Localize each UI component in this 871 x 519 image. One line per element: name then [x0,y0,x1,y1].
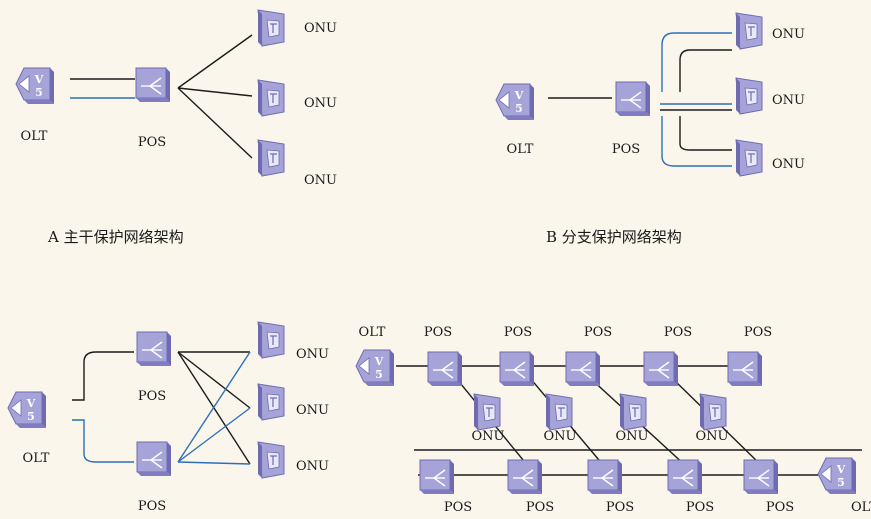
diagram-b-branch-protection: OLT POS ONU ONU ONU B 分支保护网络架构 [495,12,805,246]
pos-splitter-icon [136,441,172,477]
pos-label: POS [444,500,472,514]
pos-splitter-icon [565,351,601,387]
pos-splitter-icon [136,331,172,367]
pos-label: POS [526,500,554,514]
onu-label: ONU [616,429,649,444]
pos-label: POS [744,325,772,340]
onu-label: ONU [304,173,337,188]
onu-device-icon [735,139,763,177]
onu-label: ONU [772,27,805,42]
trunk-fiber-backup [72,419,134,463]
pos-label: POS [584,325,612,340]
pos-label: POS [766,500,794,514]
pos-label: POS [424,325,452,340]
pos-label: POS [504,325,532,340]
pos-splitter-icon [427,351,463,387]
onu-label: ONU [772,157,805,172]
pos-label: POS [606,500,634,514]
drop-fiber [177,87,253,159]
onu-label: ONU [472,429,505,444]
onu-label: ONU [544,429,577,444]
onu-label: ONU [304,21,337,36]
onu-label: ONU [696,429,729,444]
drop-fiber-backup [177,461,251,465]
onu-label: ONU [296,459,329,474]
pos-label: POS [138,389,166,404]
pos-label: POS [612,142,640,157]
pos-splitter-icon [587,459,623,495]
onu-device-icon [257,383,285,421]
onu-label: ONU [304,96,337,111]
branch-fiber-backup [661,116,732,167]
olt-label: OLT [851,500,871,514]
onu-device-icon [257,441,285,479]
olt-label: OLT [21,129,48,144]
olt-device-icon [817,457,857,495]
olt-label: OLT [359,325,386,340]
drop-fiber-backup [177,407,251,463]
pos-splitter-icon [743,459,779,495]
pos-label: POS [138,499,166,514]
onu-device-icon [257,9,285,47]
diagram-a-trunk-protection: OLT POS ONU ONU ONU A 主干保护网络架构 [15,9,337,246]
onu-device-icon [619,393,647,431]
pos-splitter-icon [507,459,543,495]
diagram-c-full-protection: OLT POS POS ONU ONU ONU [7,321,329,514]
drop-fiber [177,34,253,89]
onu-device-icon [735,12,763,50]
olt-device-icon [355,349,395,387]
pos-label: POS [686,500,714,514]
olt-label: OLT [23,451,50,466]
onu-device-icon [473,393,501,431]
onu-label: ONU [772,93,805,108]
drop-fiber-backup [177,351,251,463]
pos-splitter-icon [727,351,763,387]
onu-device-icon [257,139,285,177]
pos-splitter-icon [667,459,703,495]
olt-device-icon [7,391,47,429]
onu-device-icon [699,393,727,431]
pos-splitter-icon [499,351,535,387]
olt-device-icon [495,83,535,121]
onu-device-icon [735,77,763,115]
olt-label: OLT [507,142,534,157]
onu-device-icon [545,393,573,431]
diagram-b-caption: B 分支保护网络架构 [546,228,682,246]
drop-fiber [177,87,253,97]
pos-label: POS [664,325,692,340]
onu-device-icon [257,321,285,359]
onu-device-icon [257,79,285,117]
branch-fiber-backup [661,32,732,92]
drop-fiber [177,351,251,409]
diagram-d-ring-protection: OLT OLT POS POS POS POS POS ONU ONU ONU … [355,325,871,515]
olt-device-icon [15,67,55,105]
branch-fiber-working [679,49,732,92]
branch-fiber-working [679,116,732,151]
pos-splitter-icon [615,81,651,117]
onu-label: ONU [296,403,329,418]
diagram-a-caption: A 主干保护网络架构 [47,228,184,246]
pos-splitter-icon [419,459,455,495]
trunk-fiber-working [72,351,134,401]
pos-label: POS [138,135,166,150]
pos-splitter-icon [135,67,171,103]
pos-splitter-icon [643,351,679,387]
onu-label: ONU [296,347,329,362]
